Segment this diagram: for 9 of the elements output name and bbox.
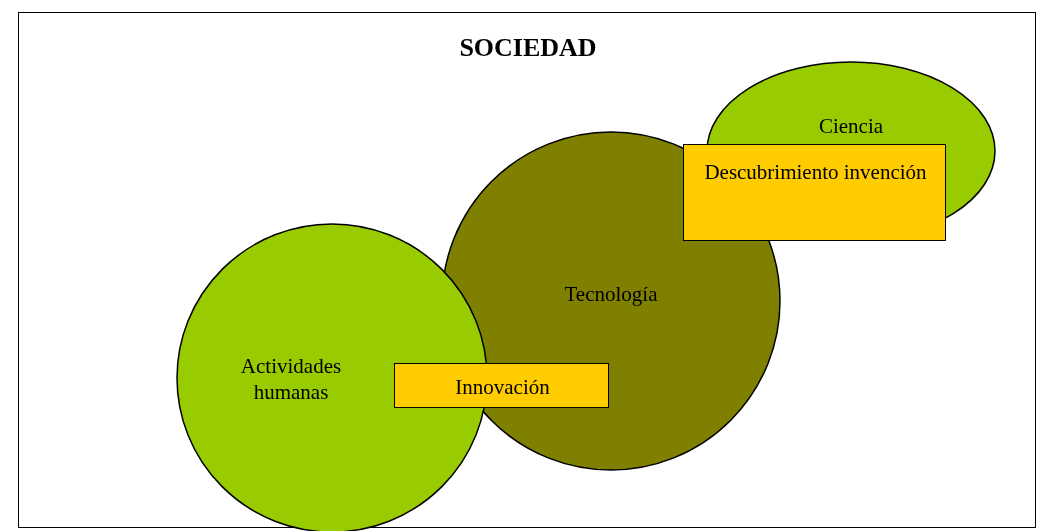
- heading: SOCIEDAD: [458, 35, 598, 61]
- label-box: [683, 144, 946, 241]
- node-label: Ciencia: [817, 113, 885, 139]
- node-label: Innovación: [454, 374, 551, 400]
- frame-box: [18, 12, 1036, 528]
- label-box: [394, 363, 609, 408]
- node-label: Actividades humanas: [239, 353, 343, 405]
- node-label: Descubrimiento invención: [704, 159, 927, 185]
- node-label: Tecnología: [563, 281, 659, 307]
